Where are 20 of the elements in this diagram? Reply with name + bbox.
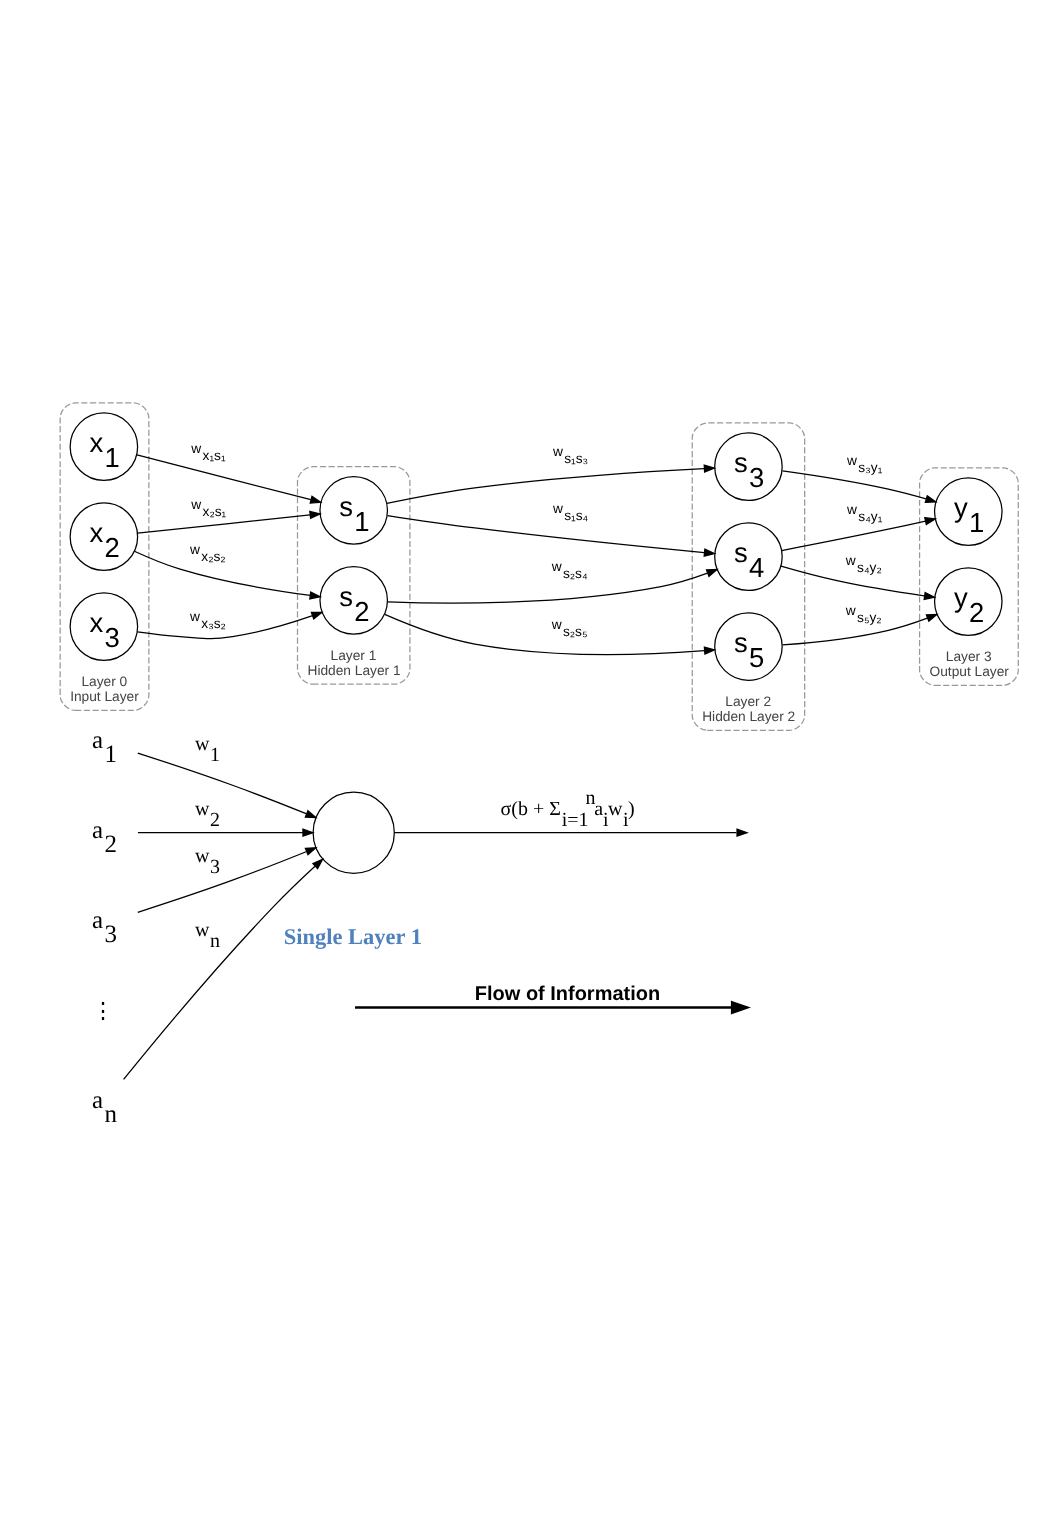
arrow [781, 469, 938, 503]
arrow [136, 610, 324, 639]
arrow [137, 846, 318, 912]
arrow [393, 827, 749, 837]
arrow [780, 564, 937, 600]
arrow [133, 549, 323, 599]
arrow [137, 751, 318, 818]
arrow [386, 567, 719, 603]
arrow [122, 857, 324, 1080]
arrow [136, 453, 323, 503]
arrow [136, 509, 322, 533]
label: ⋮ [92, 999, 115, 1024]
arrow [386, 463, 717, 504]
label: Flow of Information [474, 982, 661, 1005]
arrow [384, 612, 717, 655]
label: Single Layer 1 [283, 925, 422, 950]
arrow [781, 612, 939, 645]
arrow [386, 513, 717, 556]
arrow [137, 827, 315, 837]
arrow [781, 515, 938, 551]
